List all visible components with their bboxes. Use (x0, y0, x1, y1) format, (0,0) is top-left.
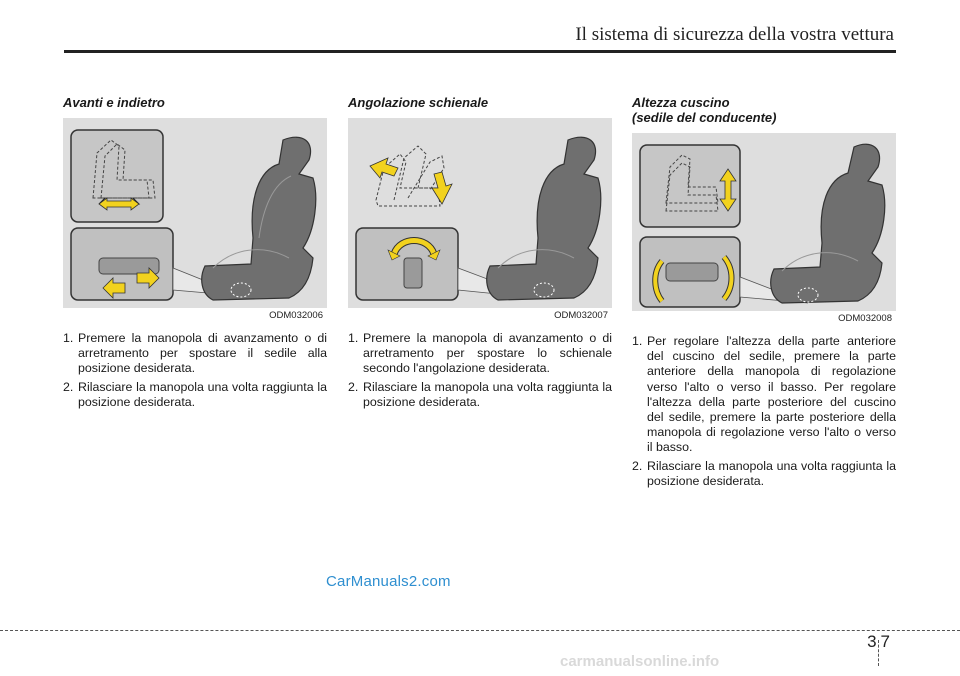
list-item: 1.Premere la manopola di avanzamento o d… (348, 331, 612, 376)
list-item: 2.Rilasciare la manopola una volta raggi… (632, 458, 896, 488)
footer-divider (0, 630, 960, 631)
seat-slide-illustration (70, 129, 317, 301)
section-title: Angolazione schienale (348, 95, 489, 110)
section-forward-backward: Avanti e indietro ODM032006 1.Premere la… (63, 95, 327, 413)
section-title: Altezza cuscino (sedile del conducente) (632, 95, 777, 125)
page-number-divider (878, 640, 879, 666)
page-number: 37 (867, 632, 894, 651)
chapter-title: Il sistema di sicurezza della vostra vet… (575, 24, 894, 45)
list-item: 2.Rilasciare la manopola una volta raggi… (348, 379, 612, 409)
cushion-height-illustration (639, 143, 886, 308)
instruction-list: 1.Per regolare l'altezza della parte ant… (632, 334, 896, 489)
footer-watermark: carmanualsonline.info (560, 653, 720, 670)
section-backrest-angle: Angolazione schienale ODM032007 1.Premer… (348, 95, 612, 413)
list-item: 2.Rilasciare la manopola una volta raggi… (63, 379, 327, 409)
section-cushion-height: Altezza cuscino (sedile del conducente) … (632, 95, 896, 492)
section-title: Avanti e indietro (63, 95, 165, 110)
backrest-recline-illustration (355, 136, 602, 301)
seat-illustration (348, 118, 612, 308)
list-item: 1.Per regolare l'altezza della parte ant… (632, 334, 896, 455)
watermark-link[interactable]: CarManuals2.com (326, 573, 451, 590)
figure-code: ODM032008 (838, 313, 892, 324)
list-item: 1.Premere la manopola di avanzamento o d… (63, 331, 327, 376)
instruction-list: 1.Premere la manopola di avanzamento o d… (348, 331, 612, 410)
figure-code: ODM032007 (554, 310, 608, 321)
seat-illustration (63, 118, 327, 308)
figure-code: ODM032006 (269, 310, 323, 321)
seat-illustration (632, 133, 896, 311)
header-rule (64, 50, 896, 53)
instruction-list: 1.Premere la manopola di avanzamento o d… (63, 331, 327, 410)
